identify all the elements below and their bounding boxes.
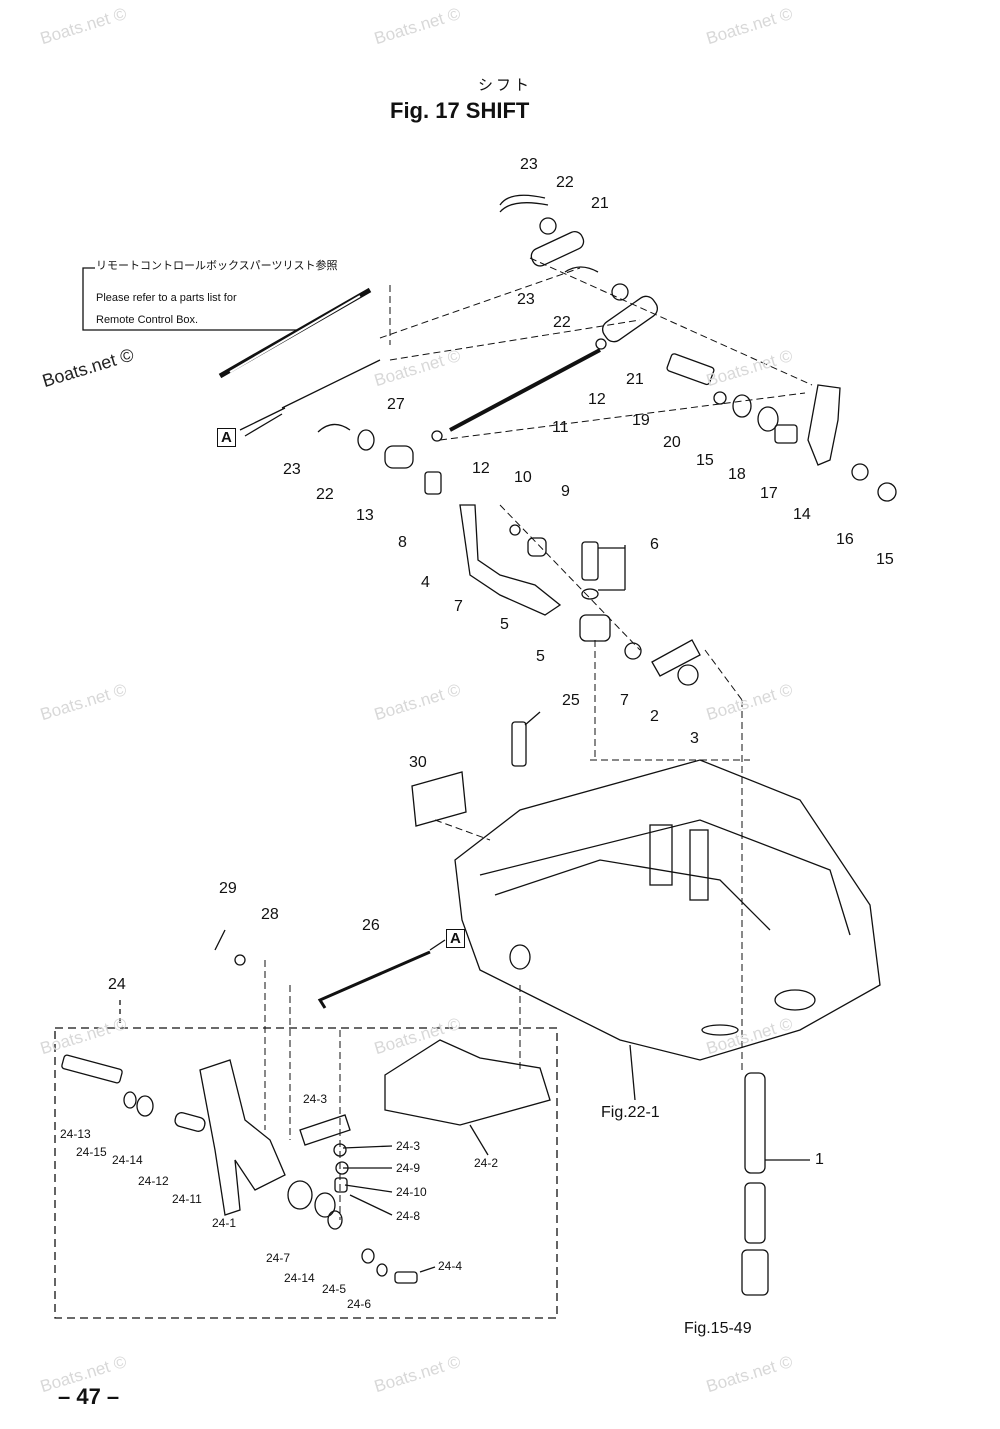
sub-callout-24-14-lower: 24-14 bbox=[284, 1271, 315, 1285]
callout-15-upper: 15 bbox=[696, 452, 714, 469]
callout-21-top: 21 bbox=[591, 195, 609, 212]
callout-5-lower: 5 bbox=[536, 648, 545, 665]
callout-5-upper: 5 bbox=[500, 616, 509, 633]
callout-9: 9 bbox=[561, 483, 570, 500]
callout-23-lower: 23 bbox=[283, 461, 301, 478]
note-line-1: Please refer to a parts list for bbox=[96, 292, 237, 304]
sub-callout-24-15: 24-15 bbox=[76, 1145, 107, 1159]
callout-11: 11 bbox=[552, 419, 569, 436]
callout-22-mid: 22 bbox=[553, 314, 571, 331]
reference-a-lower: A bbox=[446, 929, 465, 948]
callout-10: 10 bbox=[514, 469, 532, 486]
callout-21-mid: 21 bbox=[626, 371, 644, 388]
sub-callout-24-4: 24-4 bbox=[438, 1259, 463, 1273]
sub-callout-24-10: 24-10 bbox=[396, 1185, 427, 1199]
note-line-2: Remote Control Box. bbox=[96, 314, 199, 326]
callout-20: 20 bbox=[663, 434, 681, 451]
note-japanese: リモートコントロールボックスパーツリスト参照 bbox=[96, 260, 338, 272]
figref-22-1: Fig.22-1 bbox=[601, 1104, 660, 1121]
callout-27: 27 bbox=[387, 396, 405, 413]
callout-1: 1 bbox=[815, 1151, 824, 1168]
callout-22-lower: 22 bbox=[316, 486, 334, 503]
callout-26: 26 bbox=[362, 917, 380, 934]
callout-24: 24 bbox=[108, 976, 126, 993]
sub-callout-24-5: 24-5 bbox=[322, 1282, 347, 1296]
callout-12-lower: 12 bbox=[472, 460, 490, 477]
callout-2: 2 bbox=[650, 708, 659, 725]
callout-22-top: 22 bbox=[556, 174, 574, 191]
callout-7-upper: 7 bbox=[454, 598, 463, 615]
callout-4: 4 bbox=[421, 574, 430, 591]
callout-30: 30 bbox=[409, 754, 427, 771]
sub-callout-24-12: 24-12 bbox=[138, 1174, 169, 1188]
callout-3: 3 bbox=[690, 730, 699, 747]
sub-callout-24-9: 24-9 bbox=[396, 1161, 421, 1175]
sub-callout-24-2: 24-2 bbox=[474, 1156, 499, 1170]
callout-14: 14 bbox=[793, 506, 811, 523]
callout-29: 29 bbox=[219, 880, 237, 897]
callout-7-lower: 7 bbox=[620, 692, 629, 709]
callout-12-upper: 12 bbox=[588, 391, 606, 408]
callout-6: 6 bbox=[650, 536, 659, 553]
callout-23-top: 23 bbox=[520, 156, 538, 173]
sub-callout-24-1: 24-1 bbox=[212, 1216, 237, 1230]
figref-15-49: Fig.15-49 bbox=[684, 1320, 752, 1337]
sub-callout-24-3-top: 24-3 bbox=[303, 1092, 328, 1106]
callout-8: 8 bbox=[398, 534, 407, 551]
callout-15-lower: 15 bbox=[876, 551, 894, 568]
callout-19: 19 bbox=[632, 412, 650, 429]
sub-callout-24-13: 24-13 bbox=[60, 1127, 91, 1141]
callout-13: 13 bbox=[356, 507, 374, 524]
sub-callout-24-8: 24-8 bbox=[396, 1209, 421, 1223]
callout-23-mid: 23 bbox=[517, 291, 535, 308]
sub-callout-24-3: 24-3 bbox=[396, 1139, 421, 1153]
sub-callout-24-7: 24-7 bbox=[266, 1251, 291, 1265]
sub-callout-24-14: 24-14 bbox=[112, 1153, 143, 1167]
reference-a-upper: A bbox=[217, 428, 236, 447]
callout-18: 18 bbox=[728, 466, 746, 483]
callout-28: 28 bbox=[261, 906, 279, 923]
callout-25: 25 bbox=[562, 692, 580, 709]
figure-title-japanese: シフト bbox=[478, 77, 533, 94]
sub-callout-24-11: 24-11 bbox=[172, 1192, 202, 1206]
sub-callout-24-6: 24-6 bbox=[347, 1297, 372, 1311]
callout-17: 17 bbox=[760, 485, 778, 502]
callout-16: 16 bbox=[836, 531, 854, 548]
page-number: – 47 – bbox=[58, 1384, 120, 1409]
figure-title: Fig. 17 SHIFT bbox=[390, 98, 530, 123]
